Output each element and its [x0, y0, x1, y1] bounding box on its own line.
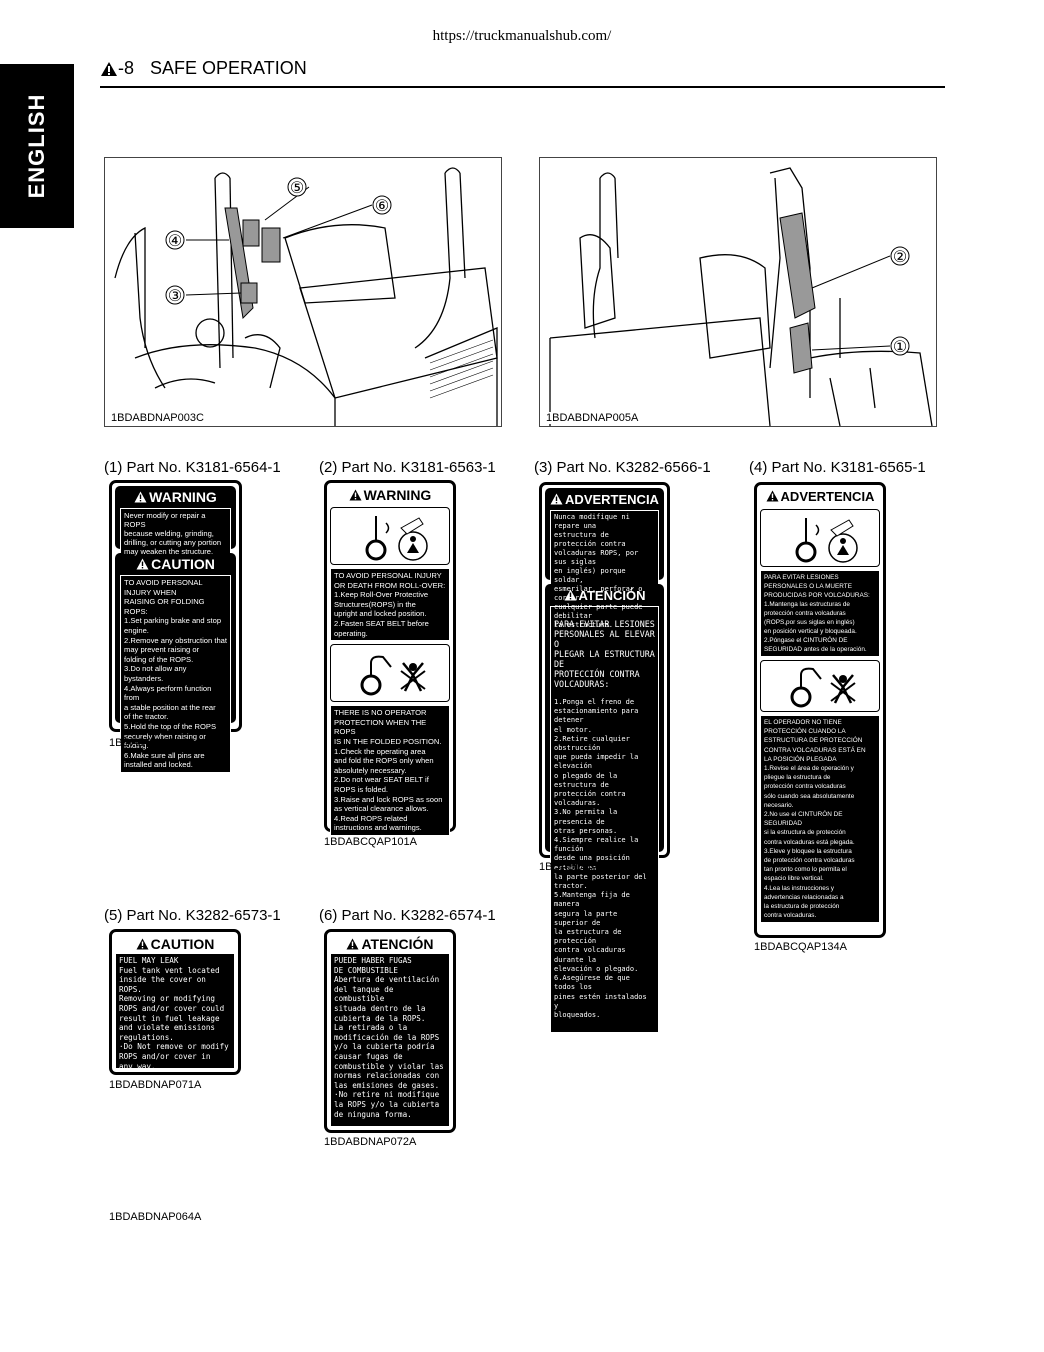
warning-triangle-icon: [134, 491, 147, 503]
figure-code: 1BDABDNAP005A: [544, 412, 641, 424]
warning-triangle-icon: [349, 489, 362, 501]
warning-triangle-icon: [136, 938, 149, 950]
panel-heading: ATENCIÓN: [550, 587, 659, 604]
label-heading: ATENCIÓN: [330, 935, 450, 953]
safety-label-2: WARNING TO AVOID PERSONAL INJURY OR DEAT…: [324, 480, 456, 836]
part-title-6: (6) Part No. K3282-6574-1: [319, 907, 496, 924]
panel-text: 1.Ponga el freno de estacionamiento para…: [554, 698, 647, 1019]
rops-folded-icon: [360, 655, 426, 696]
folded-rops-pictogram: [330, 644, 450, 703]
tractor-illustration-rear: ② ①: [549, 167, 933, 426]
callout-2: ②: [893, 249, 907, 266]
panel-heading: CAUTION: [120, 556, 231, 573]
panel-heading: ADVERTENCIA: [550, 491, 659, 508]
warning-triangle-icon: [550, 493, 563, 505]
label-code-5: 1BDABDNAP071A: [109, 1079, 202, 1091]
tractor-rops-figure-front: ⑤ ⑥ ④ ③ 1BDABDNAP003C: [104, 157, 502, 427]
label-heading: WARNING: [330, 486, 450, 504]
rops-upright-icon: [365, 516, 428, 561]
fuel-leak-text: FUEL MAY LEAK Fuel tank vent located ins…: [115, 953, 235, 1071]
panel-text: Never modify or repair a ROPS because we…: [120, 508, 231, 559]
label-heading: ADVERTENCIA: [760, 488, 880, 506]
panel-text-block: PARA EVITAR LESIONES PERSONALES AL ELEVA…: [550, 606, 659, 1033]
page-header: -8 SAFE OPERATION: [100, 58, 307, 79]
caution-panel: CAUTION TO AVOID PERSONAL INJURY WHEN RA…: [115, 553, 236, 773]
label-code-1: 1BDABCQAP100A: [109, 737, 202, 749]
section-title: SAFE OPERATION: [150, 58, 307, 78]
warning-triangle-icon: [564, 589, 577, 601]
rops-folded-icon: [790, 667, 856, 708]
label-heading: CAUTION: [115, 935, 235, 953]
part-title-5: (5) Part No. K3282-6573-1: [104, 907, 281, 924]
warning-triangle-icon: [101, 61, 117, 76]
callout-5: ⑤: [290, 180, 304, 197]
rollover-seatbelt-pictogram: [760, 509, 880, 567]
language-side-tab: ENGLISH: [0, 64, 74, 228]
tractor-illustration-front: ⑤ ⑥ ④ ③: [114, 167, 498, 426]
panel-text: TO AVOID PERSONAL INJURY WHEN RAISING OR…: [120, 575, 231, 773]
fuel-leak-text: PUEDE HABER FUGAS DE COMBUSTIBLE Abertur…: [330, 953, 450, 1127]
folded-instructions: EL OPERADOR NO TIENE PROTECCIÓN CUANDO L…: [760, 715, 880, 924]
callout-4: ④: [168, 233, 182, 250]
part-title-1: (1) Part No. K3181-6564-1: [104, 459, 281, 476]
safety-label-4: ADVERTENCIA PARA EVITAR LESIONES PERSONA…: [754, 482, 886, 938]
callout-6: ⑥: [375, 198, 389, 215]
safety-label-6: ATENCIÓN PUEDE HABER FUGAS DE COMBUSTIBL…: [324, 929, 456, 1133]
label-code-6: 1BDABDNAP072A: [324, 1136, 417, 1148]
safety-label-5: CAUTION FUEL MAY LEAK Fuel tank vent loc…: [109, 929, 241, 1075]
upright-instructions: TO AVOID PERSONAL INJURY OR DEATH FROM R…: [330, 568, 450, 642]
label-code-2: 1BDABCQAP101A: [324, 836, 417, 848]
part-title-3: (3) Part No. K3282-6566-1: [534, 459, 711, 476]
panel-heading: WARNING: [120, 489, 231, 506]
folded-instructions: THERE IS NO OPERATOR PROTECTION WHEN THE…: [330, 705, 450, 836]
callout-1: ①: [893, 339, 907, 356]
label-code-3: 1BDABDNAP070A: [539, 861, 632, 873]
warning-triangle-icon: [766, 490, 779, 502]
label-code-4: 1BDABCQAP134A: [754, 941, 847, 953]
panel-text: Nunca modifique ni repare una estructura…: [550, 510, 659, 633]
advertencia-panel: ADVERTENCIA Nunca modifique ni repare un…: [545, 488, 664, 633]
warning-triangle-icon: [136, 558, 149, 570]
header-rule: [100, 86, 945, 88]
warning-triangle-icon: [346, 938, 359, 950]
warning-panel: WARNING Never modify or repair a ROPS be…: [115, 486, 236, 559]
part-title-2: (2) Part No. K3181-6563-1: [319, 459, 496, 476]
rollover-seatbelt-pictogram: [330, 507, 450, 565]
source-url: https://truckmanualshub.com/: [432, 28, 612, 44]
upright-instructions: PARA EVITAR LESIONES PERSONALES O LA MUE…: [760, 570, 880, 657]
atencion-panel: ATENCIÓN PARA EVITAR LESIONES PERSONALES…: [545, 584, 664, 1033]
safety-label-1: WARNING Never modify or repair a ROPS be…: [109, 480, 242, 773]
callout-3: ③: [168, 288, 182, 305]
page-figure-code: 1BDABDNAP064A: [109, 1211, 202, 1223]
tractor-rops-figure-rear: ② ① 1BDABDNAP005A: [539, 157, 937, 427]
panel-lead-text: PARA EVITAR LESIONES PERSONALES AL ELEVA…: [554, 618, 655, 689]
part-title-4: (4) Part No. K3181-6565-1: [749, 459, 926, 476]
safety-label-3: ADVERTENCIA Nunca modifique ni repare un…: [539, 482, 670, 1033]
folded-rops-pictogram: [760, 660, 880, 712]
figure-code: 1BDABDNAP003C: [109, 412, 206, 424]
rops-upright-icon: [795, 518, 858, 563]
page-number: -8: [100, 58, 134, 79]
language-label: ENGLISH: [24, 93, 49, 199]
